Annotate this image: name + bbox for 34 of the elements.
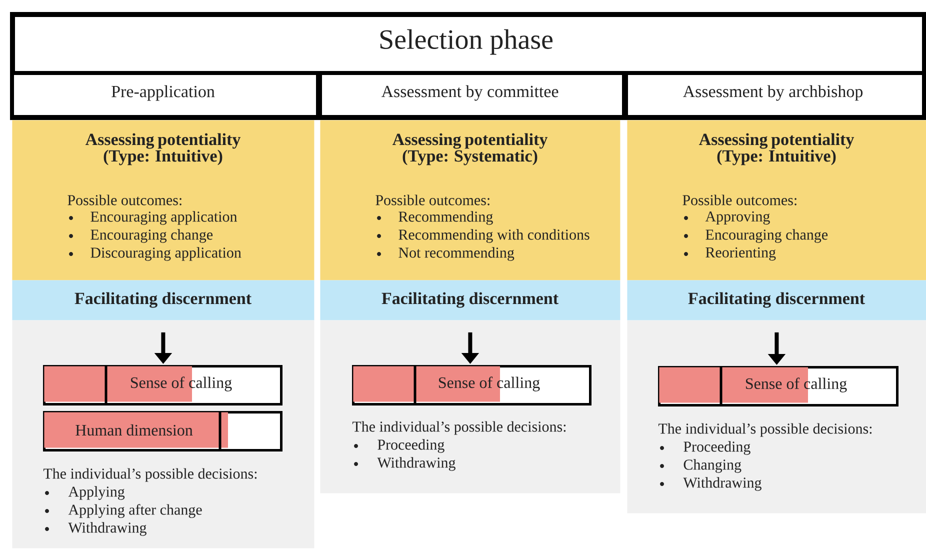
- panel-heading: Assessing potentiality (Type: Intuitive): [85, 133, 241, 166]
- list-heading: The individual’s possible decisions:: [658, 423, 872, 437]
- list-item: Withdrawing: [68, 522, 146, 536]
- title: Selection phase: [380, 29, 553, 55]
- column-header: Assessment by committee: [318, 71, 626, 119]
- column-header: Assessment by archbishop: [624, 71, 926, 119]
- list-heading: The individual’s possible decisions:: [352, 421, 566, 435]
- list-item: Approving: [705, 211, 770, 225]
- list-item: Proceeding: [378, 439, 444, 453]
- list-item: Discouraging application: [90, 247, 242, 261]
- list-item: Not recommending: [398, 247, 514, 261]
- list-item: Reorienting: [706, 247, 776, 261]
- list-item: Proceeding: [684, 441, 750, 455]
- list-item: Encouraging application: [90, 211, 238, 225]
- column-header: Pre-application: [10, 71, 320, 119]
- list-heading: Possible outcomes:: [68, 194, 182, 206]
- progress-bar: Human dimension: [43, 411, 282, 452]
- panel-heading: Assessing potentiality (Type: Intuitive): [698, 133, 854, 166]
- band-heading: Facilitating discernment: [382, 292, 558, 308]
- list-heading: Possible outcomes:: [376, 194, 490, 206]
- list-item: Withdrawing: [377, 457, 456, 471]
- band-heading: Facilitating discernment: [688, 292, 865, 308]
- band-heading: Facilitating discernment: [74, 292, 252, 308]
- list-item: Encouraging change: [90, 229, 213, 243]
- list-heading: The individual’s possible decisions:: [43, 468, 257, 482]
- list-item: Withdrawing: [683, 477, 762, 491]
- list-item: Recommending: [398, 211, 493, 225]
- list-item: Applying after change: [68, 504, 202, 518]
- list-item: Applying: [68, 486, 125, 500]
- list-item: Recommending with conditions: [398, 229, 590, 243]
- panel-heading: Assessing potentiality (Type: Systematic): [392, 133, 548, 166]
- list-item: Encouraging change: [706, 229, 828, 243]
- list-item: Changing: [684, 459, 742, 473]
- list-heading: Possible outcomes:: [682, 194, 796, 206]
